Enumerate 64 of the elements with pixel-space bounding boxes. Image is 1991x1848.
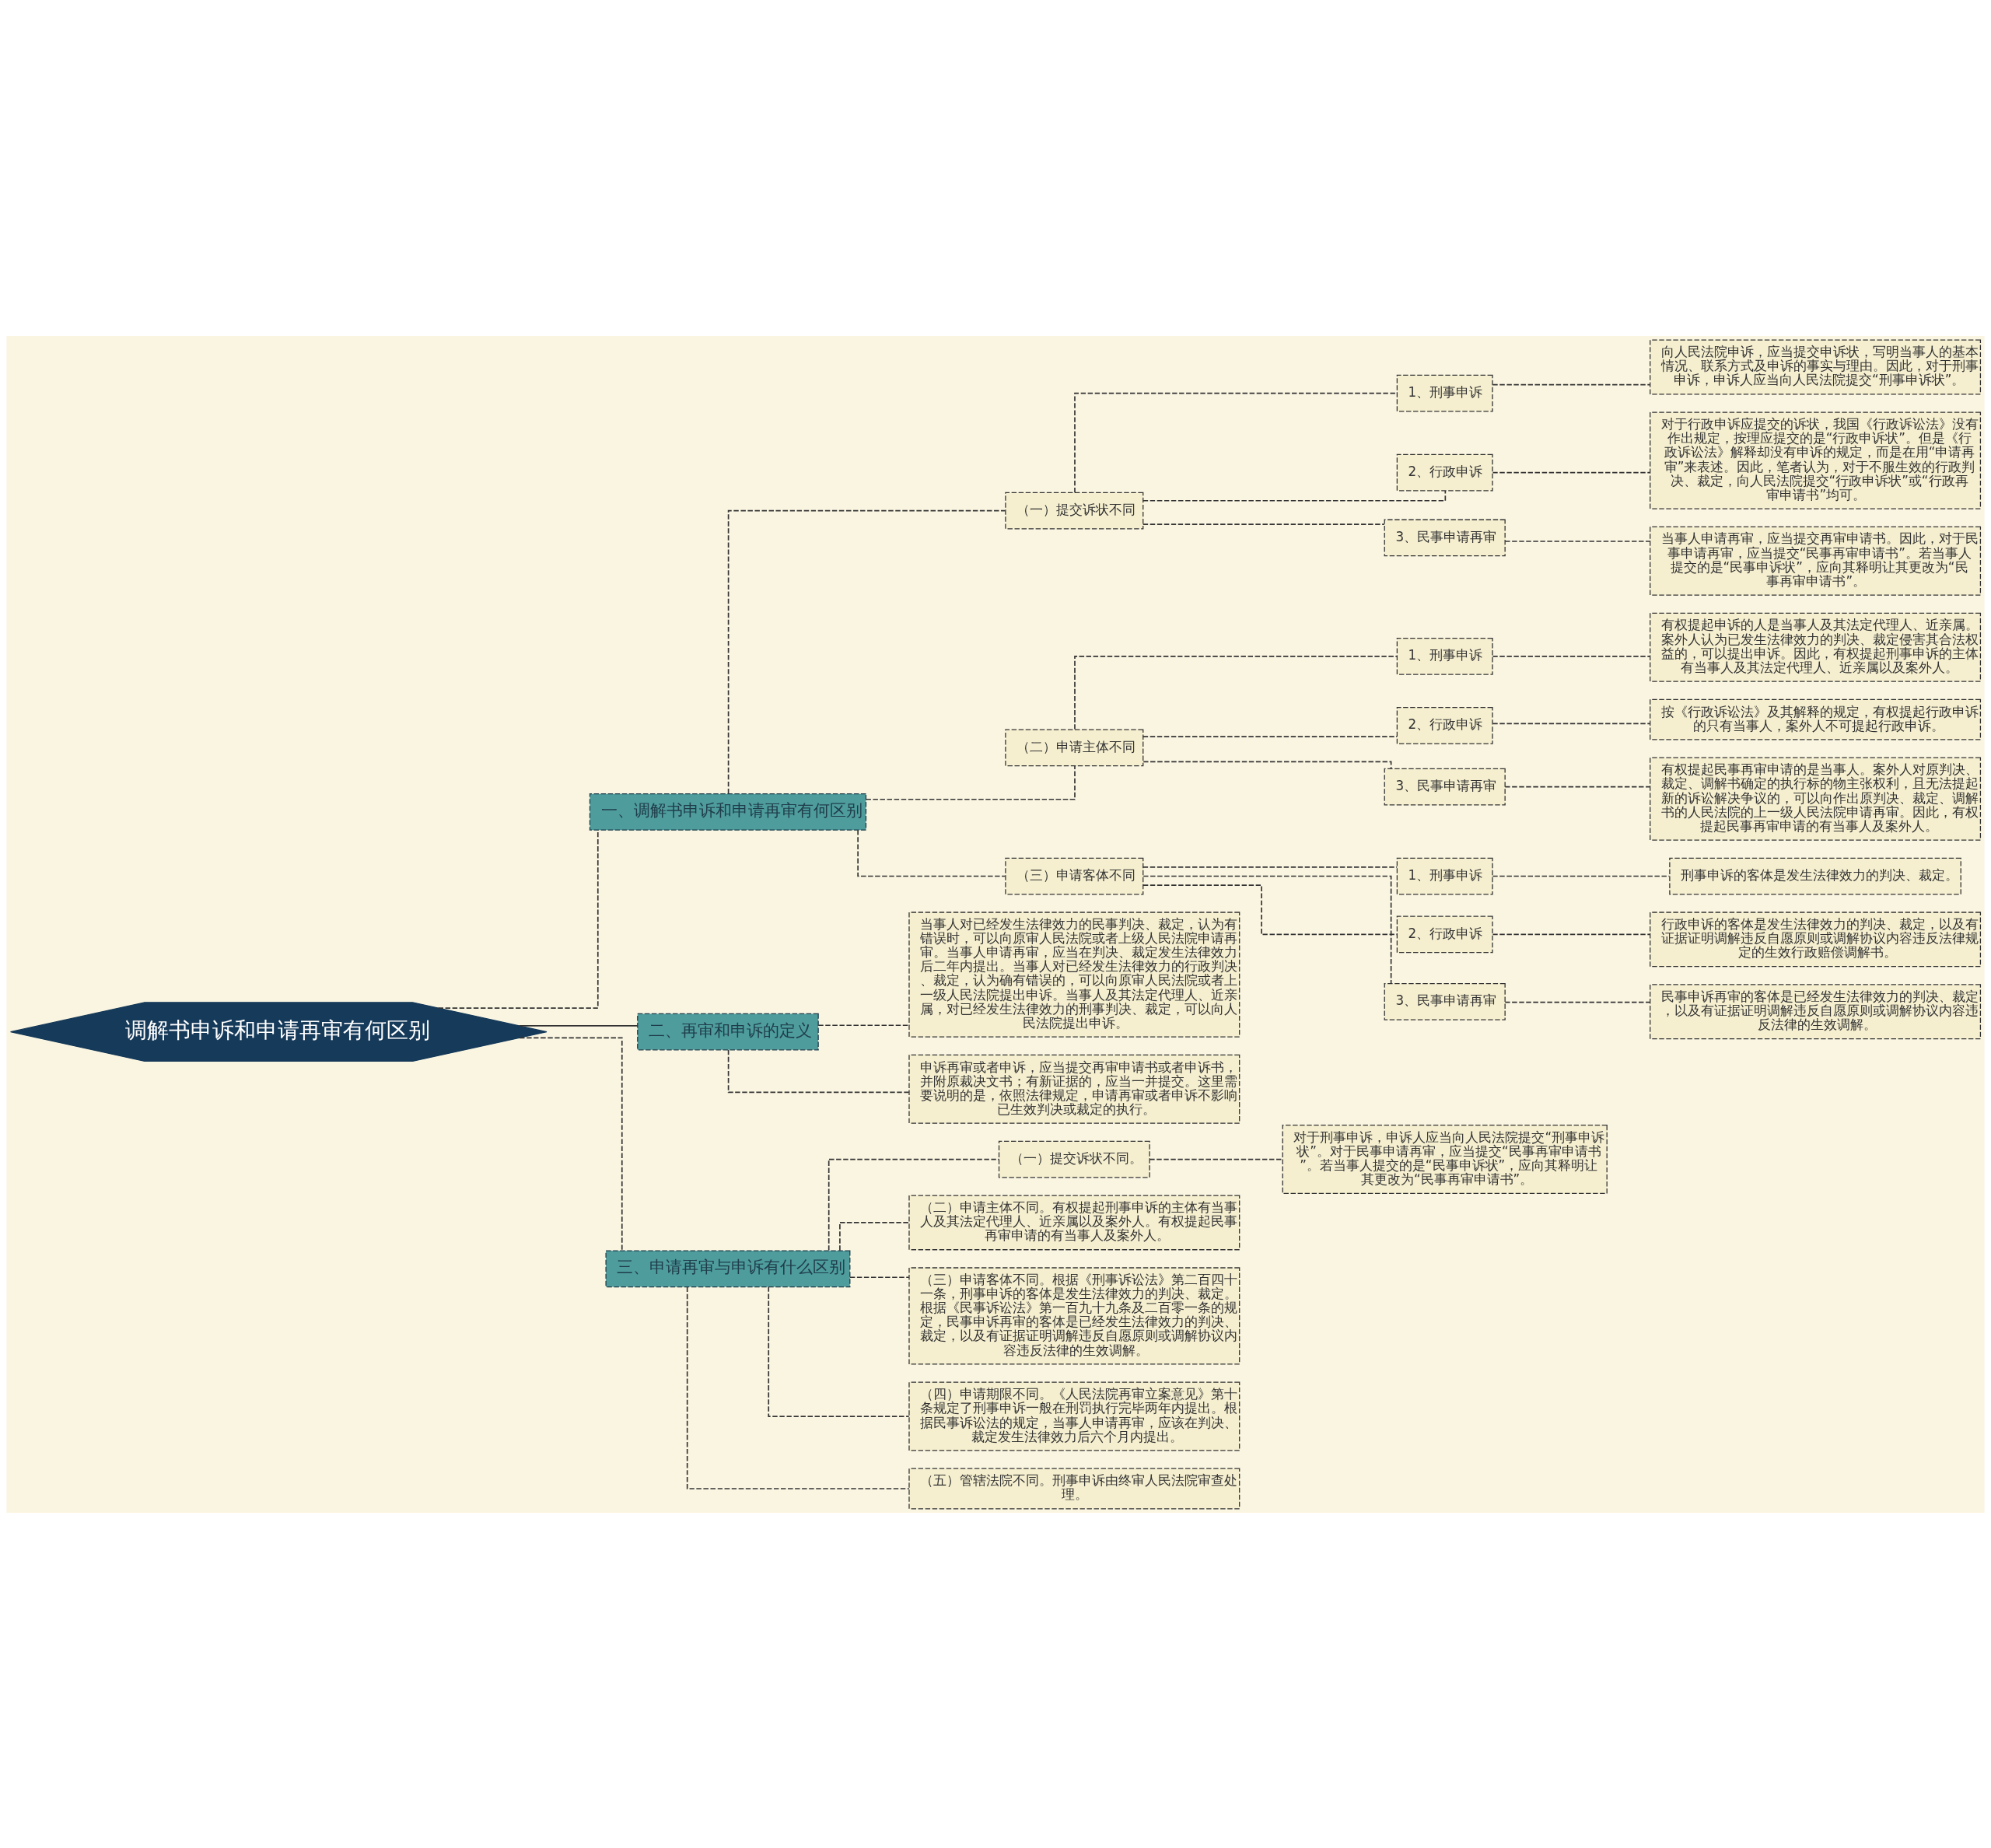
connector — [857, 829, 1006, 877]
node-box: 有权提起民事再审申请的是当事人。案外人对原判决、裁定、调解书确定的执行标的物主张权利，且无法提起新的诉讼解决争议的，可以向作出原判决、裁定、调解书的人民法院的上一级人民法院申请再审。因此，有权提起民事再审申请的有当事人及案外人。 — [1650, 757, 1982, 841]
node-box: 3、民事申请再审 — [1384, 519, 1506, 556]
node-box: 对于行政申诉应提交的诉状，我国《行政诉讼法》没有作出规定，按理应提交的是“行政申诉状”。但是《行政诉讼法》解释却没有申诉的规定，而是在用“申请再审”来表述。因此，笔者认为，对于不服生效的行政判决、裁定，向人民法院提交“行政申诉状”或“行政再审申请书”均可。 — [1650, 411, 1982, 509]
node-box: 2、行政申诉 — [1396, 453, 1493, 491]
node-box: 2、行政申诉 — [1396, 915, 1493, 953]
connector — [1142, 761, 1392, 769]
connector — [1142, 489, 1447, 502]
connector — [828, 1158, 1000, 1251]
node-box: 三、申请再审与申诉有什么区别 — [605, 1249, 851, 1287]
node-box: 向人民法院申诉，应当提交申诉状，写明当事人的基本情况、联系方式及申诉的事实与理由。因此，对于刑事申诉，申诉人应当向人民法院提交“刑事申诉状”。 — [1650, 339, 1982, 395]
connector — [1492, 933, 1651, 935]
connector — [1492, 875, 1671, 877]
connector — [1149, 1158, 1283, 1160]
connector — [1142, 866, 1398, 868]
node-box: 当事人申请再审，应当提交再审申请书。因此，对于民事申请再审，应当提交“民事再审申请书”。若当事人提交的是“民事申诉状”，应向其释明让其更改为“民事再审申请书”。 — [1650, 526, 1982, 596]
connector — [519, 1024, 639, 1027]
connector — [817, 1024, 910, 1026]
connector — [1142, 523, 1385, 525]
connector — [1504, 540, 1651, 542]
connector — [686, 1286, 910, 1489]
connector — [727, 509, 1006, 794]
node-box: （三）申请客体不同 — [1005, 857, 1144, 894]
connector — [1142, 735, 1398, 737]
connector — [1074, 392, 1398, 493]
connector — [839, 1221, 910, 1251]
node-box: （四）申请期限不同。《人民法院再审立案意见》第十条规定了刑事申诉一般在刑罚执行完毕两年内提出。根据民事诉讼法的规定，当事人申请再审，应该在判决、裁定发生法律效力后六个月内提出。 — [908, 1381, 1240, 1451]
connector — [1142, 884, 1398, 935]
node-box: 按《行政诉讼法》及其解释的规定，有权提起行政申诉的只有当事人，案外人不可提起行政申诉。 — [1650, 698, 1982, 740]
node-box: （五）管辖法院不同。刑事申诉由终审人民法院审查处理。 — [908, 1468, 1240, 1509]
connector — [1504, 786, 1651, 787]
node-box: （二）申请主体不同 — [1005, 728, 1144, 766]
node-box: 3、民事申请再审 — [1384, 982, 1506, 1020]
node-box: 有权提起申诉的人是当事人及其法定代理人、近亲属。案外人认为已发生法律效力的判决、裁定侵害其合法权益的，可以提出申诉。因此，有权提起刑事申诉的主体有当事人及其法定代理人、近亲属以及案外人。 — [1650, 612, 1982, 682]
node-box: 1、刑事申诉 — [1396, 857, 1493, 894]
connector — [727, 1048, 910, 1093]
node-box: 一、调解书申诉和申请再审有何区别 — [589, 793, 867, 831]
node-box: 3、民事申请再审 — [1384, 768, 1506, 806]
connector — [849, 1276, 910, 1278]
node-box: （二）申请主体不同。有权提起刑事申诉的主体有当事人及其法定代理人、近亲属以及案外人。有权提起民事再审申请的有当事人及案外人。 — [908, 1194, 1240, 1250]
node-box: 申诉再审或者申诉，应当提交再审申请书或者申诉书，并附原裁决文书；有新证据的，应当一并提交。这里需要说明的是，依照法律规定，申请再审或者申诉不影响已生效判决或裁定的执行。 — [908, 1054, 1240, 1124]
node-box: （一）提交诉状不同 — [1005, 492, 1144, 529]
node-box: 刑事申诉的客体是发生法律效力的判决、裁定。 — [1669, 857, 1961, 894]
node-box: 二、再审和申诉的定义 — [637, 1013, 819, 1050]
connector — [1492, 655, 1651, 657]
connector — [437, 828, 599, 1009]
node-box: 对于刑事申诉，申诉人应当向人民法院提交“刑事申诉状”。对于民事申请再审，应当提交“民事再审申请书”。若当事人提交的是“民事申诉状”，应向其释明让其更改为“民事再审申请书”。 — [1282, 1124, 1608, 1194]
connector — [1074, 655, 1398, 730]
connector — [1492, 471, 1651, 473]
node-box: 1、刑事申诉 — [1396, 637, 1493, 675]
connector — [1142, 875, 1392, 984]
connector — [519, 1037, 623, 1251]
node-box: 2、行政申诉 — [1396, 706, 1493, 744]
node-box: 民事申诉再审的客体是已经发生法律效力的判决、裁定，以及有证据证明调解违反自愿原则或调解协议内容违反法律的生效调解。 — [1650, 983, 1982, 1039]
node-box: 当事人对已经发生法律效力的民事判决、裁定，认为有错误时，可以向原审人民法院或者上级人民法院申请再审。当事人申请再审，应当在判决、裁定发生法律效力后二年内提出。当事人对已经发生法律效力的行政判决、裁定，认为确有错误的，可以向原审人民法院或者上一级人民法院提出申诉。当事人及其法定代理人、近亲属，对已经发生法律效力的刑事判决、裁定，可以向人民法院提出申诉。 — [908, 911, 1240, 1038]
node-box: （三）申请客体不同。根据《刑事诉讼法》第二百四十一条，刑事申诉的客体是发生法律效力的判决、裁定。根据《民事诉讼法》第一百九十九条及二百零一条的规定，民事申诉再审的客体是已经发生法律效力的判决、裁定，以及有证据证明调解违反自愿原则或调解协议内容违反法律的生效调解。 — [908, 1266, 1240, 1365]
node-box: 行政申诉的客体是发生法律效力的判决、裁定，以及有证据证明调解违反自愿原则或调解协议内容违反法律规定的生效行政赔偿调解书。 — [1650, 911, 1982, 967]
node-box: 1、刑事申诉 — [1396, 374, 1493, 411]
connector — [1492, 383, 1651, 385]
node-box: （一）提交诉状不同。 — [998, 1140, 1150, 1178]
connector — [865, 765, 1076, 800]
connector — [768, 1286, 910, 1417]
connector — [1492, 722, 1651, 724]
connector — [1504, 1001, 1651, 1003]
